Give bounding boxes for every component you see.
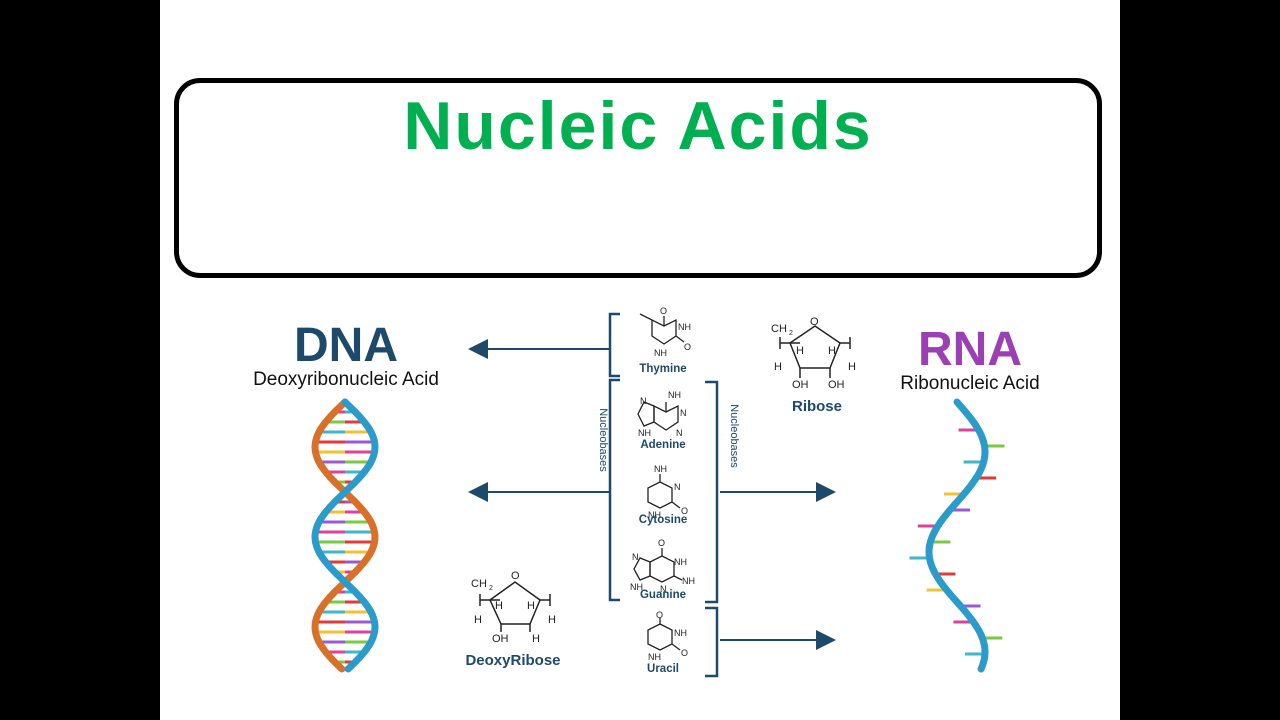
deoxyribose-ch2: CH [471,578,487,590]
rna-helix [909,398,1005,673]
thymine-o-top: O [660,306,667,316]
cytosine-nh2: NH [654,464,667,474]
deoxyribose-o: O [511,570,520,582]
uracil-nh-1: NH [674,628,687,638]
ribose-ch2-sub: 2 [789,330,793,337]
adenine-n-1: N [680,408,687,418]
thymine-structure-icon [639,313,685,345]
ribose-oh-2: OH [828,379,845,391]
cytosine-label: Cytosine [639,514,688,526]
rna-strand [925,398,989,673]
uracil-o-right: O [681,648,688,658]
nucleic-acids-diagram: DNA Deoxyribonucleic Acid RNA Ribonuclei… [253,306,1040,678]
cytosine-n: N [674,482,681,492]
title-box: Nucleic Acids [174,78,1102,278]
dna-label: DNA [294,319,398,372]
deoxyribose-h-1: H [495,600,503,612]
cytosine-structure-icon [647,474,681,509]
cytosine-o: O [681,506,688,516]
thymine-nh-1: NH [678,322,691,332]
ribose-h-3: H [774,361,782,373]
bracket-uracil [705,606,719,678]
guanine-nh2: NH [682,576,695,586]
deoxyribose-structure-icon [479,581,551,632]
adenine-n-2: N [676,428,683,438]
deoxyribose-h-4: H [548,614,556,626]
guanine-n-1: N [632,552,639,562]
deoxyribose-h-5: H [532,633,540,645]
ribose-structure-icon [779,325,851,378]
guanine-label: Guanine [640,589,686,601]
page-title: Nucleic Acids [403,88,873,164]
uracil-o-top: O [656,610,663,620]
ribose-oh-1: OH [792,379,809,391]
deoxyribose-ch2-sub: 2 [489,585,493,592]
guanine-o: O [658,538,665,548]
ribose-h-4: H [848,361,856,373]
rna-label: RNA [918,323,1022,376]
adenine-structure-icon [637,401,679,431]
rna-full-name: Ribonucleic Acid [900,373,1039,394]
guanine-n-2: N [660,584,667,594]
dna-helix [311,398,379,673]
bracket-right-nucleobases [705,380,719,604]
thymine-o-right: O [684,342,691,352]
ribose-h-2: H [828,345,836,357]
uracil-label: Uracil [647,663,679,675]
ribose-label: Ribose [792,398,842,415]
uracil-structure-icon [647,618,681,651]
adenine-nh2: NH [668,390,681,400]
ribose-h-1: H [796,345,804,357]
adenine-nh: NH [638,428,651,438]
guanine-structure-icon [633,548,683,583]
ribose-ch2: CH [771,323,787,335]
dna-full-name: Deoxyribonucleic Acid [253,369,439,390]
bracket-thymine [608,312,620,378]
deoxyribose-h-3: H [474,614,482,626]
nucleobases-label-right: Nucleobases [728,404,740,468]
nucleobases-label-left: Nucleobases [597,408,609,472]
slide: Nucleic Acids DNA Deoxyribonucleic Acid … [160,0,1120,720]
deoxyribose-label: DeoxyRibose [465,652,560,669]
adenine-n-3: N [640,396,647,406]
bracket-left-nucleobases [608,378,620,602]
dna-strand-blue [311,398,379,673]
guanine-nh: NH [674,557,687,567]
thymine-label: Thymine [639,363,686,375]
ribose-o: O [810,316,819,328]
thymine-nh-2: NH [654,348,667,358]
cytosine-nh: NH [648,510,661,520]
guanine-nh-2: NH [630,582,643,592]
deoxyribose-oh: OH [492,633,509,645]
uracil-nh-2: NH [648,652,661,662]
deoxyribose-h-2: H [527,600,535,612]
dna-strand-orange [311,398,379,673]
adenine-label: Adenine [640,439,685,451]
